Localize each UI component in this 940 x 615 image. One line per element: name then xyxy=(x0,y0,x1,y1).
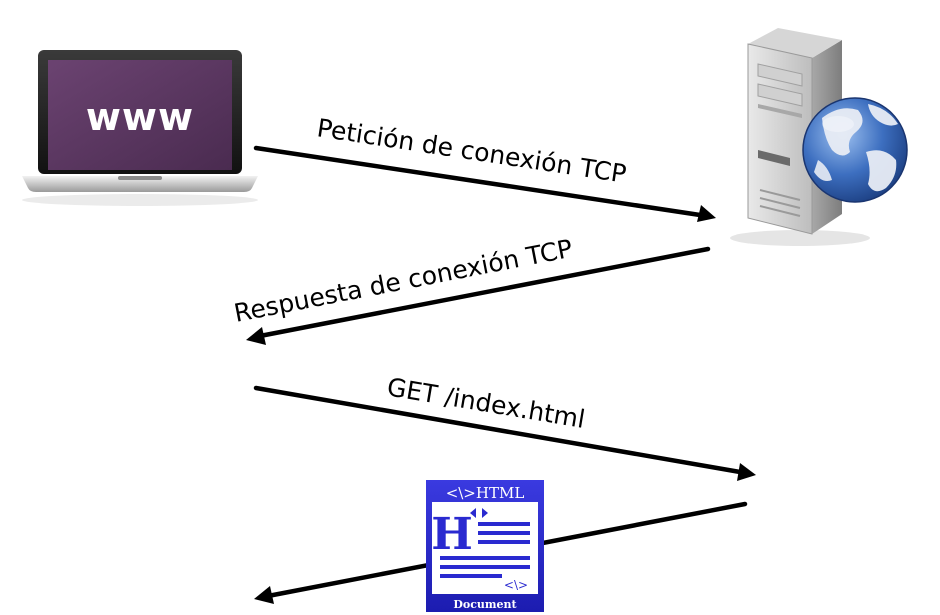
message-label-1: Petición de conexión TCP xyxy=(315,113,628,188)
screen-text: www xyxy=(86,95,194,139)
server-bay xyxy=(757,83,803,107)
arrow-line xyxy=(257,246,711,339)
doc-line xyxy=(478,522,530,526)
document-footer: Document xyxy=(453,598,517,611)
laptop-hinge xyxy=(118,176,162,180)
arrowhead-left xyxy=(254,586,274,604)
message-label-2: Respuesta de conexión TCP xyxy=(232,234,575,328)
document-page xyxy=(432,502,538,594)
arrow-line xyxy=(253,145,703,218)
server-slot xyxy=(758,150,790,166)
doc-line xyxy=(440,556,530,560)
doc-line xyxy=(478,540,530,544)
laptop-shadow xyxy=(22,194,258,206)
doc-line xyxy=(440,574,502,578)
server-slot xyxy=(758,104,802,118)
globe-highlight xyxy=(822,116,854,132)
message-arrow-3 xyxy=(253,385,756,481)
globe-continent xyxy=(868,104,898,126)
doc-line xyxy=(478,531,530,535)
html-document-icon: <\>HTML H <\> Document xyxy=(426,480,544,612)
doc-tag-right xyxy=(482,508,488,518)
arrowhead-right xyxy=(697,205,716,222)
server-top xyxy=(748,28,842,58)
server-bay xyxy=(757,63,803,87)
message-label-3: GET /index.html xyxy=(385,372,587,434)
document-header: <\>HTML xyxy=(446,484,525,502)
server-with-globe-icon xyxy=(730,28,908,246)
arrowhead-left xyxy=(246,327,266,345)
laptop-base xyxy=(22,176,258,192)
doc-line xyxy=(440,565,530,569)
server-vents xyxy=(759,189,801,217)
arrowhead-right xyxy=(737,463,756,481)
server-shadow xyxy=(730,230,870,246)
message-arrow-1 xyxy=(253,145,716,222)
message-arrow-2 xyxy=(246,246,711,345)
laptop-icon: www xyxy=(22,50,258,206)
globe-continent xyxy=(822,108,863,156)
globe-continent xyxy=(866,150,897,192)
document-mini-tag: <\> xyxy=(504,578,528,592)
document-glyph: H xyxy=(431,509,473,560)
doc-tag-left xyxy=(470,508,476,518)
laptop-screen xyxy=(48,60,232,170)
globe-continent xyxy=(814,160,832,181)
arrow-line xyxy=(253,385,743,475)
